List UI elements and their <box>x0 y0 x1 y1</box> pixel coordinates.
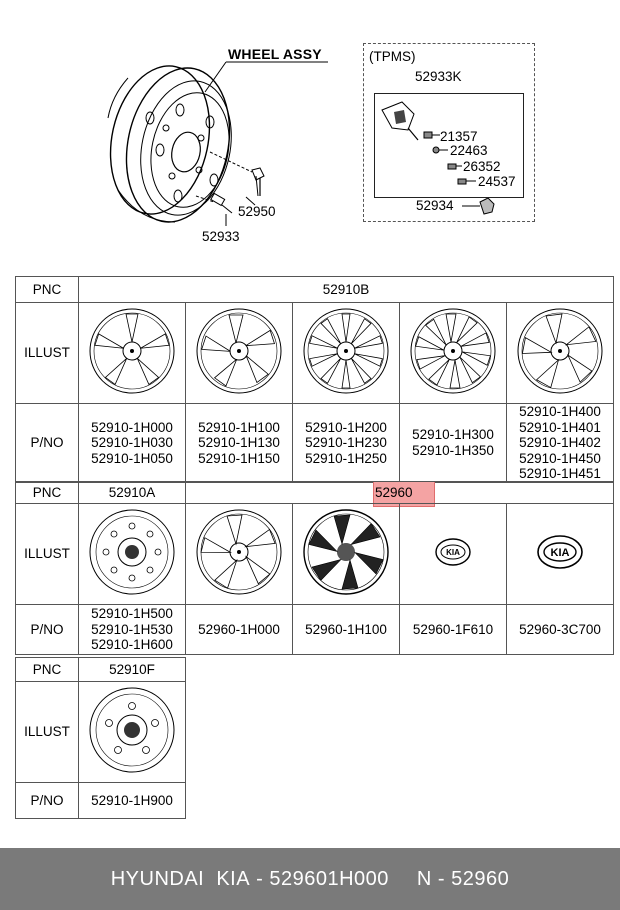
wheel-illustration <box>78 681 186 783</box>
parts-table-52910A-52960: PNC 52910A 52960 ILLUST KIA KIA P/NO 529… <box>15 481 614 655</box>
part-number: 52910-1H250 <box>305 450 387 466</box>
label-52933: 52933 <box>202 229 240 244</box>
wheel-illustration <box>78 503 186 605</box>
part-number: 52910-1H100 <box>198 419 280 435</box>
wheel-illustration <box>78 302 186 404</box>
center-cap-illustration: KIA <box>399 503 507 605</box>
part-number: 52910-1H401 <box>519 419 601 435</box>
alloy-wheel-icon-3 <box>303 308 389 394</box>
part-number: 52910-1H030 <box>91 435 173 451</box>
part-number-cell: 52960-3C700 <box>506 604 614 655</box>
tpms-box <box>363 43 535 222</box>
label-21357: 21357 <box>440 129 478 144</box>
label-52933K: 52933K <box>415 69 462 84</box>
part-number: 52960-1F610 <box>412 621 494 637</box>
alloy-wheel-icon-2 <box>196 308 282 394</box>
kia-cap-icon-small: KIA <box>435 538 471 566</box>
part-number-cell: 52960-1H000 <box>185 604 293 655</box>
footer-sep: - <box>250 867 270 890</box>
part-number: 52910-1H900 <box>78 782 186 819</box>
part-number: 52910-1H500 <box>91 606 173 622</box>
footer-pnc: 52960 <box>451 867 510 890</box>
wheel-illustration <box>185 302 293 404</box>
part-number: 52910-1H450 <box>519 450 601 466</box>
wheel-illustration <box>292 302 400 404</box>
part-number: 52910-1H200 <box>305 419 387 435</box>
part-number: 52910-1H400 <box>519 404 601 419</box>
part-number: 52910-1H130 <box>198 435 280 451</box>
label-22463: 22463 <box>450 143 488 158</box>
part-number: 52910-1H230 <box>305 435 387 451</box>
spare-wheel-icon <box>89 687 175 773</box>
pnc-label: PNC <box>15 481 79 504</box>
alloy-wheel-icon-4 <box>410 308 496 394</box>
steel-wheel-icon <box>89 509 175 595</box>
footer-bar: HYUNDAI KIA - 529601H000 N - 52960 <box>0 848 620 910</box>
svg-text:KIA: KIA <box>551 547 570 559</box>
illust-label: ILLUST <box>15 503 79 605</box>
part-number: 52910-1H300 <box>412 427 494 443</box>
label-26352: 26352 <box>463 159 501 174</box>
illust-label: ILLUST <box>15 681 79 783</box>
wheel-assy-title: WHEEL ASSY <box>228 46 322 62</box>
part-number: 52960-1H100 <box>305 621 387 637</box>
part-number: 52910-1H000 <box>91 419 173 435</box>
pnc-label: PNC <box>15 657 79 682</box>
label-52950: 52950 <box>238 204 276 219</box>
footer-brand: HYUNDAI KIA <box>110 867 251 890</box>
wheel-illustration <box>506 302 614 404</box>
tpms-label: (TPMS) <box>369 49 416 64</box>
wheel-assy-drawing <box>107 61 495 226</box>
alloy-wheel-icon-6 <box>196 509 282 595</box>
label-24537: 24537 <box>478 174 516 189</box>
tpms-inner-box <box>374 93 524 198</box>
part-number: 52910-1H530 <box>91 621 173 637</box>
part-number: 52910-1H402 <box>519 435 601 451</box>
alloy-wheel-icon-5 <box>517 308 603 394</box>
part-number-cell: 52960-1H100 <box>292 604 400 655</box>
center-cap-illustration: KIA <box>506 503 614 605</box>
wheel-illustration <box>185 503 293 605</box>
svg-text:KIA: KIA <box>446 548 460 557</box>
wheel-illustration <box>292 503 400 605</box>
alloy-wheel-icon-7 <box>303 509 389 595</box>
part-number: 52910-1H350 <box>412 442 494 458</box>
label-52934: 52934 <box>416 198 454 213</box>
part-number: 52910-1H600 <box>91 637 173 653</box>
pno-label: P/NO <box>15 403 79 483</box>
part-number: 52910-1H150 <box>198 450 280 466</box>
part-number-cell: 52960-1F610 <box>399 604 507 655</box>
parts-table-52910F: PNC 52910F ILLUST P/NO 52910-1H900 <box>15 657 186 819</box>
kia-cap-icon-large: KIA <box>537 535 583 570</box>
part-number: 52960-1H000 <box>198 621 280 637</box>
footer-pnc-prefix: N - <box>416 867 452 890</box>
pnc-value-52960: 52960 <box>185 481 614 504</box>
pno-label: P/NO <box>15 604 79 655</box>
part-number: 52960-3C700 <box>519 621 601 637</box>
alloy-wheel-icon-1 <box>89 308 175 394</box>
pnc-label: PNC <box>15 276 79 303</box>
pno-label: P/NO <box>15 782 79 819</box>
wheel-illustration <box>399 302 507 404</box>
pnc-value: 52910F <box>78 657 186 682</box>
pnc-value: 52910B <box>78 276 614 303</box>
part-number: 52910-1H451 <box>519 466 601 482</box>
footer-part-number: 529601H000 <box>269 867 389 890</box>
part-number: 52910-1H050 <box>91 450 173 466</box>
illust-label: ILLUST <box>15 302 79 404</box>
pnc-value-52910A: 52910A <box>78 481 186 504</box>
